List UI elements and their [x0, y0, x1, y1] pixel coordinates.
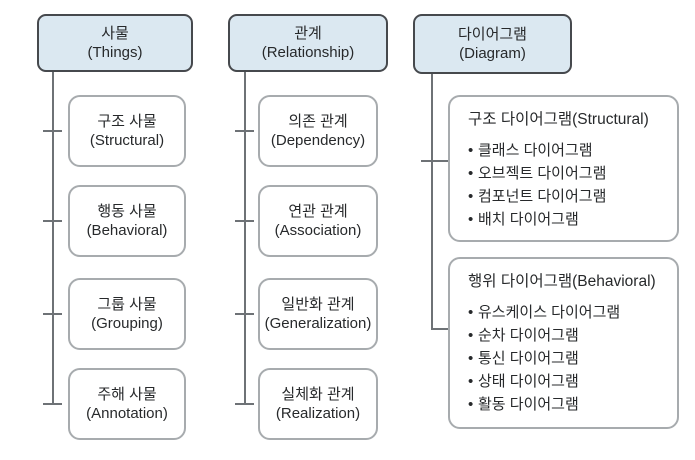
- group-title-behavioral: 행위 다이어그램(Behavioral): [468, 273, 656, 290]
- node-label-ko: 일반화 관계: [281, 296, 355, 313]
- header-diagram-ko: 다이어그램: [457, 26, 527, 43]
- group-structural-diagrams: 구조 다이어그램(Structural) 클래스 다이어그램 오브젝트 다이어그…: [448, 95, 679, 242]
- node-label-en: (Realization): [275, 405, 361, 422]
- connector-vline-things: [52, 72, 54, 405]
- header-box-relationship: 관계 (Relationship): [228, 14, 388, 72]
- node-association: 연관 관계 (Association): [258, 185, 378, 257]
- connector-tick: [235, 220, 254, 222]
- header-things-ko: 사물: [101, 25, 129, 42]
- list-item: 활동 다이어그램: [468, 393, 667, 416]
- list-item: 유스케이스 다이어그램: [468, 301, 667, 324]
- connector-tick: [43, 220, 62, 222]
- list-item: 배치 다이어그램: [468, 208, 667, 231]
- node-behavioral-things: 행동 사물 (Behavioral): [68, 185, 186, 257]
- header-relationship-ko: 관계: [294, 25, 322, 42]
- connector-vline-diagram: [431, 74, 433, 330]
- connector-tick: [421, 160, 448, 162]
- node-label-en: (Generalization): [264, 315, 372, 332]
- connector-tick: [235, 313, 254, 315]
- node-label-en: (Dependency): [270, 132, 366, 149]
- group-behavioral-diagrams: 행위 다이어그램(Behavioral) 유스케이스 다이어그램 순차 다이어그…: [448, 257, 679, 429]
- node-label-ko: 연관 관계: [288, 203, 348, 220]
- structural-diagram-list: 클래스 다이어그램 오브젝트 다이어그램 컴포넌트 다이어그램 배치 다이어그램: [468, 139, 667, 231]
- node-label-en: (Structural): [89, 132, 165, 149]
- node-dependency: 의존 관계 (Dependency): [258, 95, 378, 167]
- list-item: 상태 다이어그램: [468, 370, 667, 393]
- header-box-things: 사물 (Things): [37, 14, 193, 72]
- node-label-en: (Association): [274, 222, 362, 239]
- list-item: 오브젝트 다이어그램: [468, 162, 667, 185]
- connector-tick: [235, 130, 254, 132]
- list-item: 순차 다이어그램: [468, 324, 667, 347]
- node-label-en: (Annotation): [86, 405, 168, 422]
- header-box-diagram: 다이어그램 (Diagram): [413, 14, 572, 74]
- node-label-ko: 행동 사물: [97, 203, 157, 220]
- list-item: 클래스 다이어그램: [468, 139, 667, 162]
- group-title-structural: 구조 다이어그램(Structural): [468, 111, 649, 128]
- node-label-ko: 그룹 사물: [97, 296, 157, 313]
- node-realization: 실체화 관계 (Realization): [258, 368, 378, 440]
- connector-tick: [431, 328, 448, 330]
- header-diagram-en: (Diagram): [459, 45, 526, 62]
- node-label-ko: 실체화 관계: [281, 386, 355, 403]
- list-item: 통신 다이어그램: [468, 347, 667, 370]
- node-label-en: (Grouping): [91, 315, 163, 332]
- connector-tick: [43, 313, 62, 315]
- node-label-ko: 구조 사물: [97, 113, 157, 130]
- node-grouping-things: 그룹 사물 (Grouping): [68, 278, 186, 350]
- connector-tick: [43, 130, 62, 132]
- connector-vline-relationship: [244, 72, 246, 405]
- node-label-ko: 주해 사물: [97, 386, 157, 403]
- node-generalization: 일반화 관계 (Generalization): [258, 278, 378, 350]
- header-relationship-en: (Relationship): [261, 44, 355, 61]
- connector-tick: [235, 403, 254, 405]
- connector-tick: [43, 403, 62, 405]
- node-label-en: (Behavioral): [86, 222, 168, 239]
- node-structural-things: 구조 사물 (Structural): [68, 95, 186, 167]
- list-item: 컴포넌트 다이어그램: [468, 185, 667, 208]
- behavioral-diagram-list: 유스케이스 다이어그램 순차 다이어그램 통신 다이어그램 상태 다이어그램 활…: [468, 301, 667, 416]
- node-label-ko: 의존 관계: [288, 113, 348, 130]
- node-annotation-things: 주해 사물 (Annotation): [68, 368, 186, 440]
- header-things-en: (Things): [87, 44, 143, 61]
